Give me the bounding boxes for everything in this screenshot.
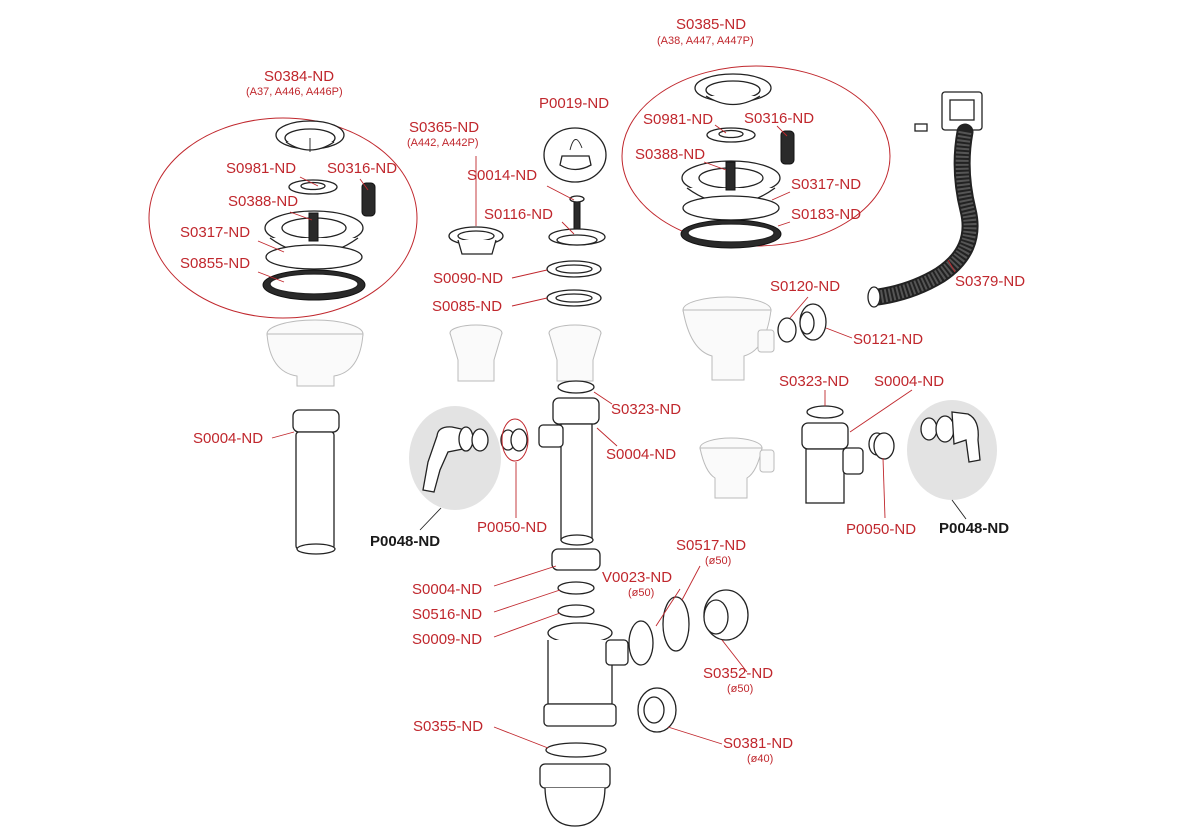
nut-s0352 — [703, 589, 749, 641]
check-valve-p0050-centre — [500, 418, 529, 462]
label-s0381: S0381-ND — [723, 735, 794, 752]
label-p0019: P0019-ND — [539, 95, 610, 112]
label-s0323-centre: S0323-ND — [611, 401, 682, 418]
overflow-hose-s0379 — [867, 91, 983, 308]
label-s0317-right: S0317-ND — [791, 176, 862, 193]
gasket-s0317-left — [265, 244, 363, 270]
basin-left — [266, 319, 364, 387]
label-s0090: S0090-ND — [433, 270, 504, 287]
basin-small-right — [699, 437, 775, 499]
ring-s0517 — [662, 596, 690, 652]
ring-s0323-centre — [557, 380, 595, 394]
label-v0023-sub: (ø50) — [628, 587, 655, 599]
label-s0379: S0379-ND — [955, 273, 1026, 290]
ring-s0323-right — [806, 405, 844, 419]
stopper-p0019 — [543, 127, 607, 183]
highlight-p0048-left — [409, 406, 501, 510]
cap-s0365 — [448, 226, 504, 255]
tailpipe-s0004-left — [292, 409, 340, 555]
label-s0365-sub: (A442, A442P) — [407, 137, 479, 149]
basin-right — [682, 296, 775, 381]
plug-s0316-left — [361, 182, 376, 217]
label-p0050-right: P0050-ND — [846, 521, 917, 538]
ring-s0355 — [545, 742, 607, 758]
label-s0388-right: S0388-ND — [635, 146, 706, 163]
label-s0385: S0385-ND — [676, 16, 747, 33]
label-s0855: S0855-ND — [180, 255, 251, 272]
label-p0050-centre: P0050-ND — [477, 519, 548, 536]
label-p0048-left: P0048-ND — [370, 533, 441, 550]
label-s0004-left: S0004-ND — [193, 430, 264, 447]
label-s0085: S0085-ND — [432, 298, 503, 315]
label-s0004-bottom: S0004-ND — [412, 581, 483, 598]
nut-s0121 — [799, 303, 827, 341]
label-s0121: S0121-ND — [853, 331, 924, 348]
label-s0355: S0355-ND — [413, 718, 484, 735]
label-s0981-left: S0981-ND — [226, 160, 297, 177]
label-s0352: S0352-ND — [703, 665, 774, 682]
body-under-s0085 — [548, 324, 602, 382]
label-s0316-left: S0316-ND — [327, 160, 398, 177]
label-s0004-centre: S0004-ND — [606, 446, 677, 463]
strainer-basket-s0384 — [275, 120, 345, 152]
label-s0517-sub: (ø50) — [705, 555, 732, 567]
label-s0009: S0009-ND — [412, 631, 483, 648]
ring-s0120 — [777, 317, 797, 343]
nut-s0004-bottom — [551, 548, 601, 571]
label-s0014: S0014-ND — [467, 167, 538, 184]
trap-cup — [539, 763, 611, 827]
label-s0317-left: S0317-ND — [180, 224, 251, 241]
label-v0023: V0023-ND — [602, 569, 673, 586]
label-s0384: S0384-ND — [264, 68, 335, 85]
bottle-trap-body — [543, 622, 629, 727]
elbow-p0048-right — [920, 411, 981, 463]
body-under-s0365 — [449, 324, 503, 382]
label-s0120: S0120-ND — [770, 278, 841, 295]
label-s0981-right: S0981-ND — [643, 111, 714, 128]
label-s0388-left: S0388-ND — [228, 193, 299, 210]
label-s0516: S0516-ND — [412, 606, 483, 623]
label-s0316-right: S0316-ND — [744, 110, 815, 127]
left-strainer-group-outline — [148, 117, 418, 319]
ring-s0516 — [557, 581, 595, 595]
label-s0381-sub: (ø40) — [747, 753, 774, 765]
elbow-p0048-left — [422, 426, 489, 493]
label-s0385-sub: (A38, A447, A447P) — [657, 35, 754, 47]
label-s0365: S0365-ND — [409, 119, 480, 136]
strainer-basket-s0385 — [694, 73, 772, 106]
label-s0004-right: S0004-ND — [874, 373, 945, 390]
ring-s0009 — [557, 604, 595, 618]
label-s0517: S0517-ND — [676, 537, 747, 554]
tee-s0004-centre — [538, 397, 600, 546]
tee-s0004-right — [801, 422, 864, 504]
label-s0352-sub: (ø50) — [727, 683, 754, 695]
label-s0384-sub: (A37, A446, A446P) — [246, 86, 343, 98]
plug-s0316-right — [780, 130, 795, 165]
label-s0323-right: S0323-ND — [779, 373, 850, 390]
gasket-s0317-right — [682, 195, 780, 221]
check-valve-p0050-right — [868, 432, 895, 460]
label-s0183: S0183-ND — [791, 206, 862, 223]
label-s0116: S0116-ND — [484, 206, 553, 223]
label-p0048-right: P0048-ND — [939, 520, 1010, 537]
ring-v0023 — [628, 620, 654, 666]
